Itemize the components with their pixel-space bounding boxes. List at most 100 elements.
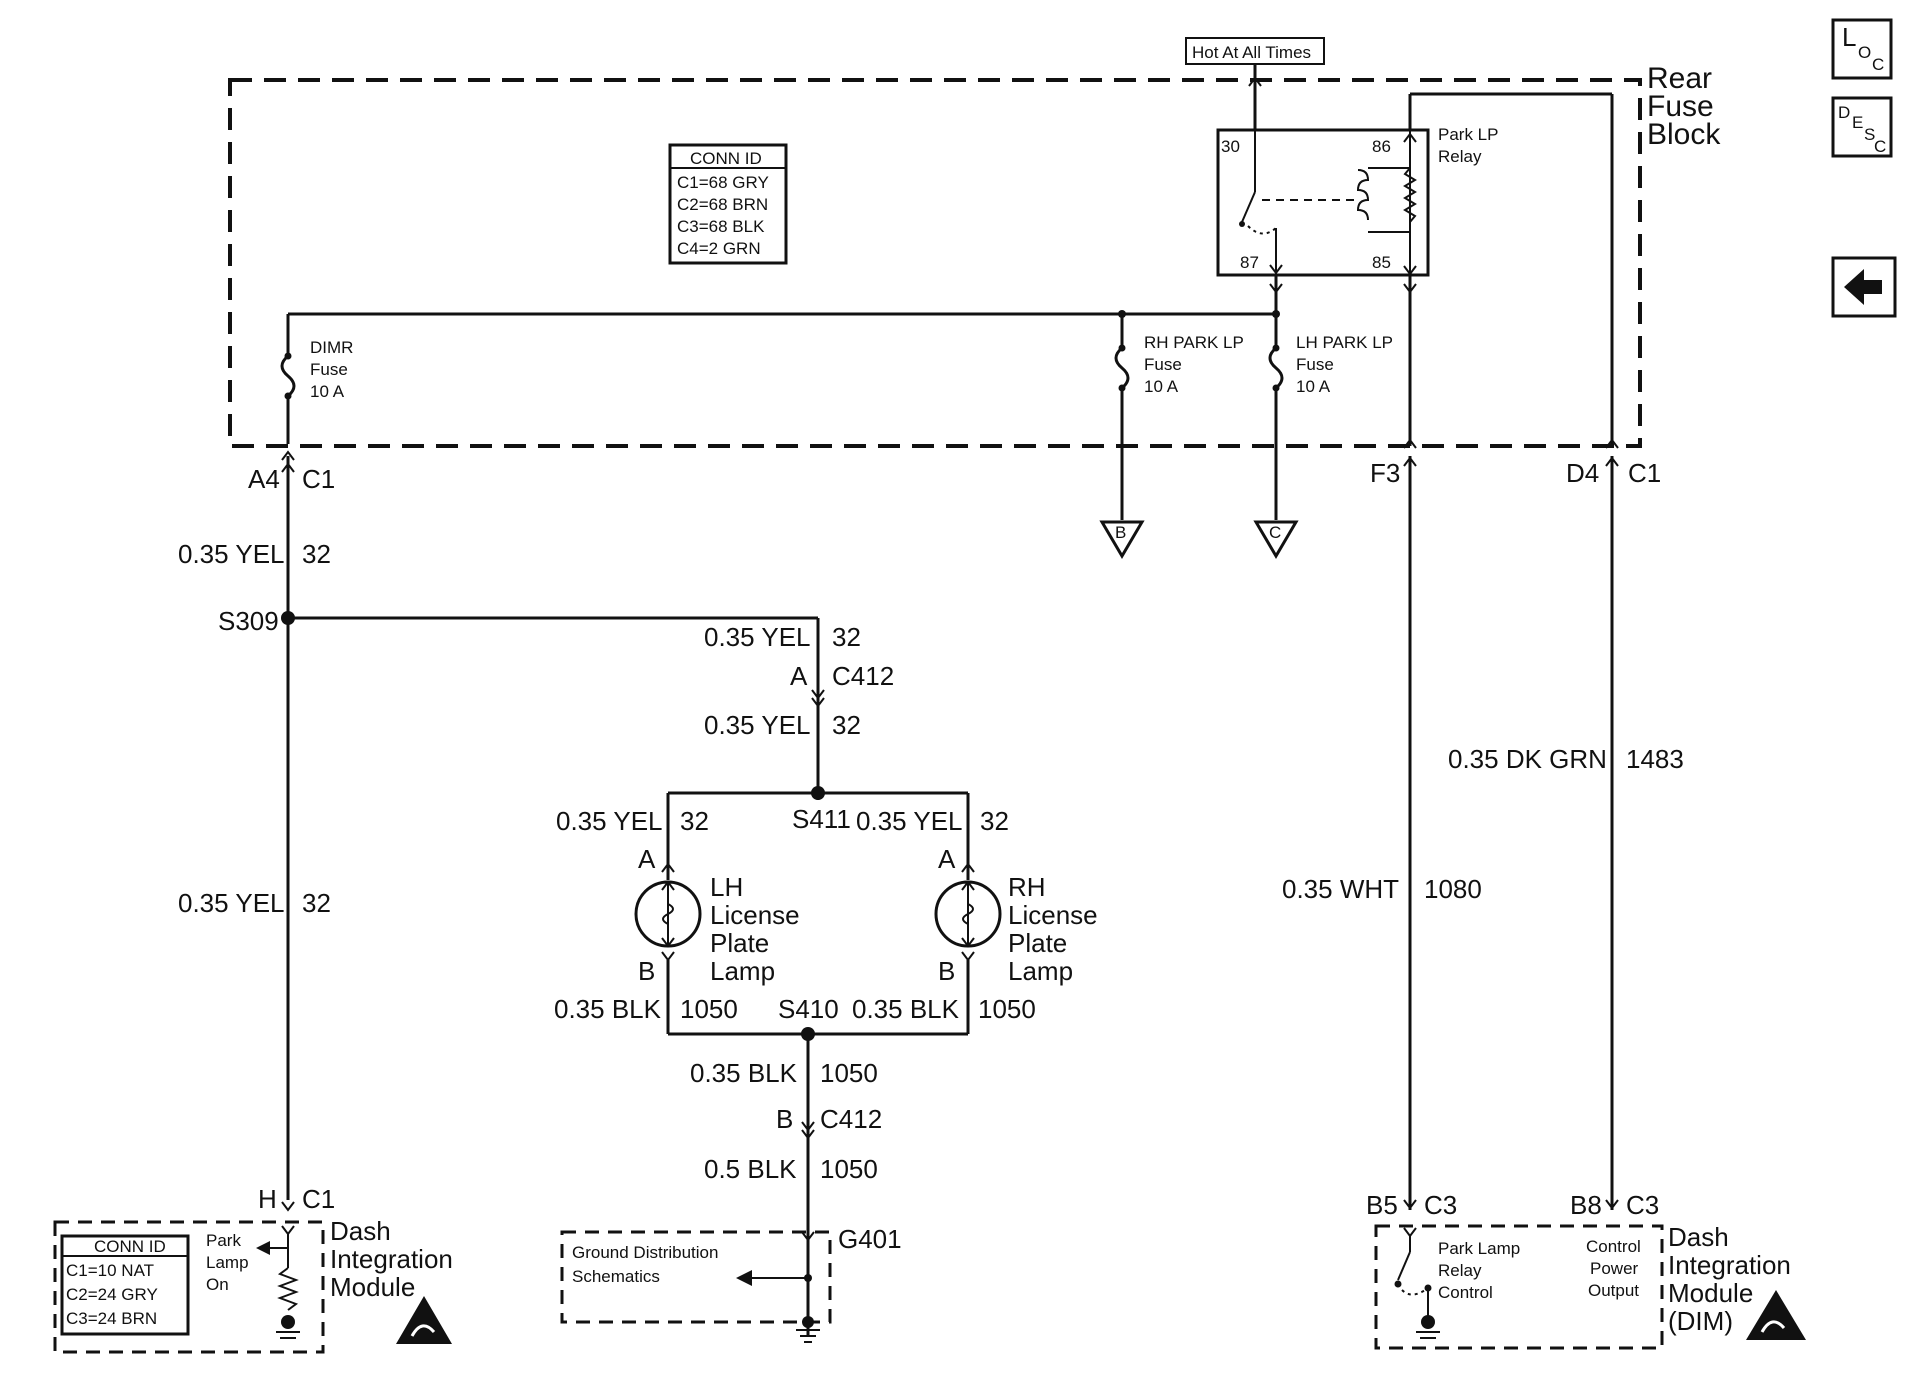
lamp-pin-b: B [638,956,655,986]
arrow-left-icon [256,1241,270,1255]
wire-gauge: 0.35 YEL [704,710,811,740]
ground-box-line-2: Schematics [572,1267,660,1286]
ref-triangle-c [1253,520,1299,559]
conn-b5: B5 [1366,1190,1398,1220]
conn-c3-b: C3 [1626,1190,1659,1220]
dimr-fuse-name: DIMR [310,338,353,357]
dim-input-3: On [206,1275,229,1294]
connector-chevron [1403,283,1417,294]
rear-fuse-block-title-3: Block [1647,118,1721,151]
dim-relay-ctrl-1: Park Lamp [1438,1239,1520,1258]
splice-s411-label: S411 [792,804,851,834]
splice-s309-label: S309 [218,606,279,636]
wire-circuit: 1080 [1424,874,1482,904]
loc-main: L [1842,22,1856,52]
dim-input-1: Park [206,1231,241,1250]
dim-left-module: CONN ID C1=10 NAT C2=24 GRY C3=24 BRN Pa… [53,1220,325,1354]
dim-conn-id-row: C1=10 NAT [66,1261,154,1280]
conn-c412-top: C412 [832,661,894,691]
back-button[interactable] [1831,256,1897,318]
lamp-pin-b: B [938,956,955,986]
lh-fuse-label: Fuse [1296,355,1334,374]
lh-lamp-label-1: LH [710,872,743,902]
conn-id-header: CONN ID [690,149,762,168]
dim-relay-ctrl-3: Control [1438,1283,1493,1302]
rh-fuse-rating: 10 A [1144,377,1179,396]
wire-gauge: 0.5 BLK [704,1154,797,1184]
dim-power-1: Control [1586,1237,1641,1256]
dimr-fuse-label: Fuse [310,360,348,379]
ground-icon [796,1316,820,1343]
lh-license-plate-lamp: A B LH License Plate Lamp [634,844,800,986]
rh-lamp-label-4: Lamp [1008,956,1073,986]
wire-circuit: 32 [302,888,331,918]
rh-lamp-label-1: RH [1008,872,1046,902]
dim-right-title-3: Module [1668,1278,1753,1308]
relay-pin-30: 30 [1221,137,1240,156]
esd-warning-icon [396,1296,452,1344]
conn-c1-left: C1 [302,464,335,494]
connector-chevron [811,697,825,708]
connector-chevron [1605,456,1619,467]
connector-chevron [1403,438,1417,449]
conn-id-box: CONN ID C1=68 GRY C2=68 BRN C3=68 BLK C4… [668,143,788,265]
ground-distribution-box: G401 Ground Distribution Schematics [560,1224,902,1343]
wire-circuit: 32 [680,806,709,836]
ref-c-label: C [1269,523,1281,542]
conn-f3: F3 [1370,458,1400,488]
connector-chevron [1605,1199,1619,1210]
dim-right-title-4: (DIM) [1668,1306,1733,1336]
wire-gauge: 0.35 YEL [704,622,811,652]
conn-b-c412: B [776,1104,793,1134]
wire-gauge: 0.35 DK GRN [1448,744,1607,774]
wire-gauge: 0.35 YEL [556,806,663,836]
wire-gauge: 0.35 BLK [690,1058,798,1088]
conn-c412-bottom: C412 [820,1104,882,1134]
park-lp-relay: 30 86 87 85 Park LP Relay [1216,125,1498,277]
loc-button[interactable]: L O C [1831,18,1893,80]
conn-c1-bottom: C1 [302,1184,335,1214]
dim-left-title-1: Dash [330,1216,391,1246]
conn-d4: D4 [1566,458,1599,488]
desc-button[interactable]: D E S C [1831,96,1893,158]
wire-circuit: 1483 [1626,744,1684,774]
connector-chevron [811,689,825,700]
lh-lamp-label-4: Lamp [710,956,775,986]
conn-h: H [258,1184,277,1214]
lamp-pin-a: A [638,844,656,874]
conn-id-row: C2=68 BRN [677,195,768,214]
rh-fuse-name: RH PARK LP [1144,333,1244,352]
wire-circuit: 1050 [680,994,738,1024]
dim-relay-ctrl-2: Relay [1438,1261,1482,1280]
dimr-fuse-rating: 10 A [310,382,345,401]
dim-input-2: Lamp [206,1253,249,1272]
dim-conn-id-header: CONN ID [94,1237,166,1256]
conn-id-row: C1=68 GRY [677,173,769,192]
ground-g401-label: G401 [838,1224,902,1254]
wire-gauge: 0.35 BLK [852,994,960,1024]
desc-sub3: C [1874,137,1886,156]
connector-chevron [281,1201,295,1212]
connector-chevron [1269,283,1283,294]
dim-right-module: Park Lamp Relay Control Control Power Ou… [1374,1224,1664,1350]
rh-license-plate-lamp: A B RH License Plate Lamp [934,844,1098,986]
wire-circuit: 1050 [820,1058,878,1088]
connector-chevron [1403,1199,1417,1210]
connector-chevron [1605,438,1619,449]
rear-fuse-block-title-2: Fuse [1647,90,1714,123]
lh-lamp-label-3: Plate [710,928,769,958]
splice-s410-label: S410 [778,994,839,1024]
relay-name-2: Relay [1438,147,1482,166]
ground-icon [1416,1315,1440,1339]
rh-lamp-label-2: License [1008,900,1098,930]
relay-name-1: Park LP [1438,125,1498,144]
wire-circuit: 1050 [978,994,1036,1024]
lh-fuse-name: LH PARK LP [1296,333,1393,352]
rh-fuse-label: Fuse [1144,355,1182,374]
rear-fuse-block-title-1: Rear [1647,62,1712,95]
wire-circuit: 32 [832,710,861,740]
rh-park-lp-fuse: RH PARK LP Fuse 10 A [1114,314,1244,520]
lamp-pin-a: A [938,844,956,874]
ground-icon [276,1315,300,1339]
